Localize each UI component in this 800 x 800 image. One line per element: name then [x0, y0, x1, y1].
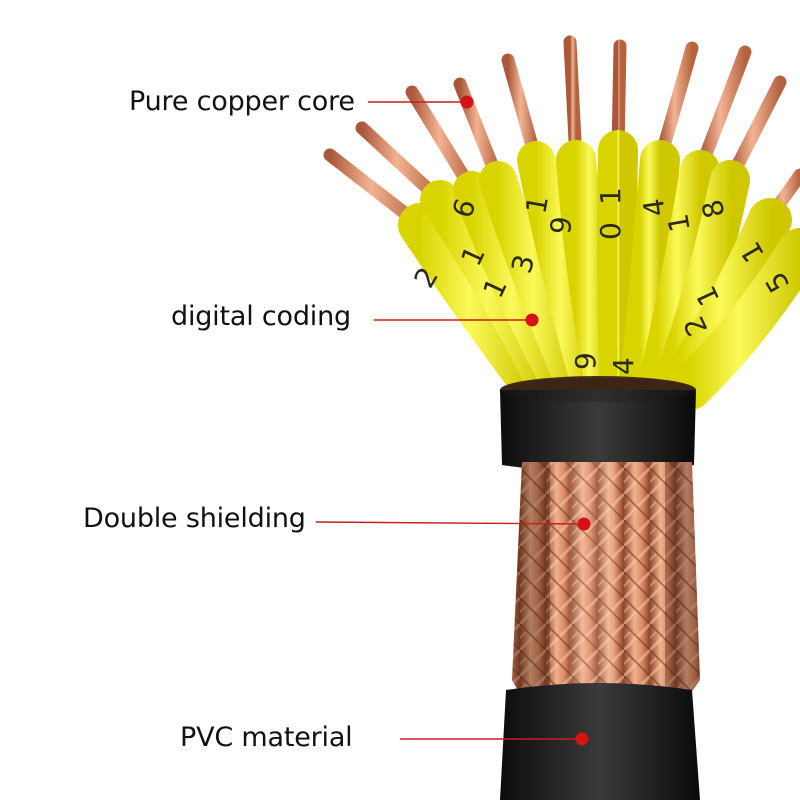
- wire-number: 1: [519, 193, 555, 216]
- yellow-insulated-wires: [398, 130, 800, 410]
- wire-number: 9: [569, 352, 602, 370]
- label-double-shielding: Double shielding: [83, 503, 306, 534]
- wire-number: 0: [594, 222, 627, 240]
- callout-dot-shielding: [577, 517, 591, 531]
- wire-number: 1: [661, 211, 697, 234]
- wire-number: 9: [544, 215, 578, 236]
- copper-braid-shield: [512, 462, 700, 694]
- pvc-jacket-lower: [500, 683, 700, 800]
- callout-dot-pvc: [575, 732, 589, 746]
- wire-number: 1: [594, 187, 627, 205]
- callout-leaders: [315, 95, 591, 746]
- callout-dot-core: [460, 95, 474, 109]
- label-digital-coding: digital coding: [171, 301, 351, 332]
- label-pvc-material: PVC material: [180, 722, 353, 753]
- callout-dot-coding: [525, 313, 539, 327]
- label-pure-copper-core: Pure copper core: [129, 86, 355, 117]
- wire-number: 4: [607, 357, 640, 375]
- wire-number: 4: [637, 196, 672, 218]
- outer-jacket-upper: [500, 376, 696, 473]
